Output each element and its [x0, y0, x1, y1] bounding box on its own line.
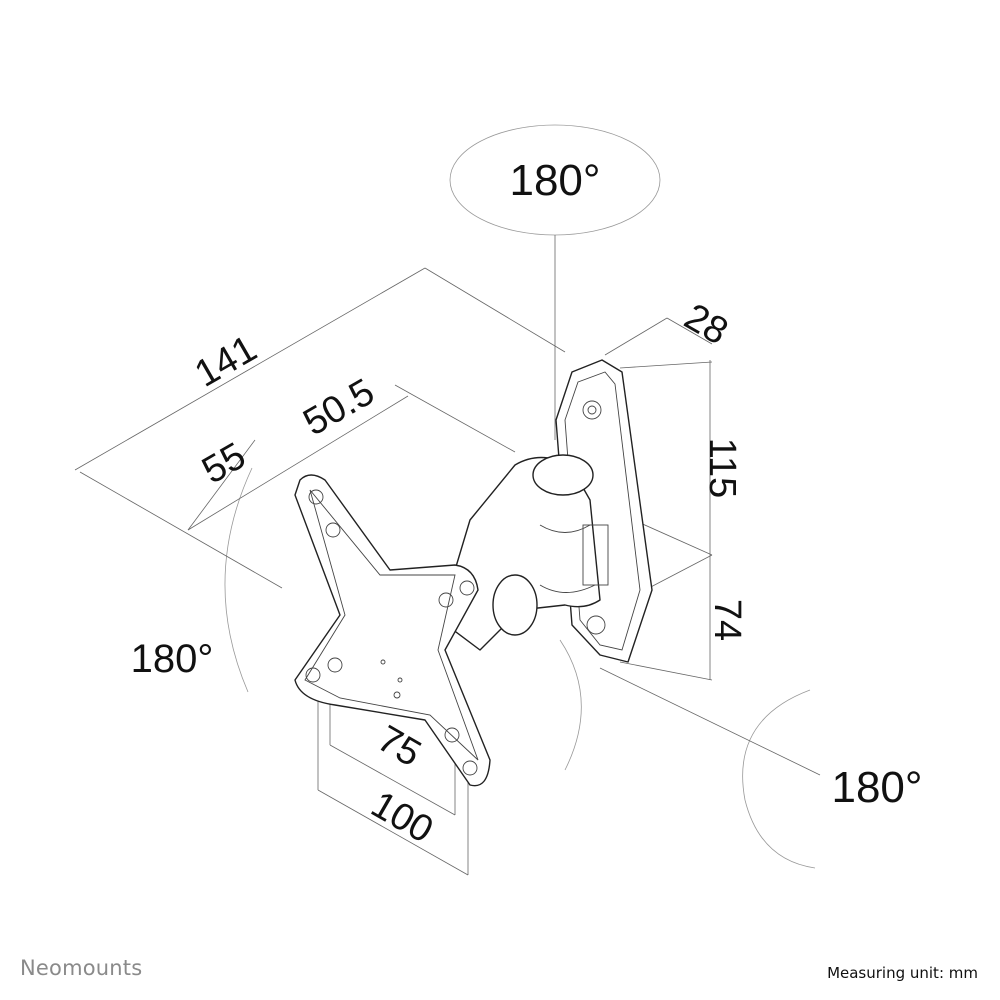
dim-75-label: 75	[370, 718, 428, 776]
vesa-plate	[294, 474, 491, 787]
dim-50-5-label: 50.5	[296, 371, 381, 444]
dim-115-label: 115	[701, 438, 743, 499]
dim-141-label: 141	[188, 328, 264, 396]
right-rotation-arc	[742, 689, 816, 869]
measuring-unit-note: Measuring unit: mm	[827, 964, 978, 982]
left-rotation-arc	[224, 467, 253, 693]
rotation-top-label: 180°	[509, 156, 600, 205]
middle-rotation-arc	[559, 639, 582, 771]
right-leader-line	[599, 667, 821, 776]
dim-28-label: 28	[677, 296, 735, 354]
dim-100-label: 100	[364, 784, 440, 852]
rotation-right-label: 180°	[831, 763, 922, 812]
rotation-left-label: 180°	[131, 637, 214, 681]
swing-arm	[439, 454, 609, 651]
brand-logo: Neomounts	[20, 956, 143, 980]
dim-74-label: 74	[706, 599, 748, 641]
dim-55-label: 55	[195, 435, 253, 493]
